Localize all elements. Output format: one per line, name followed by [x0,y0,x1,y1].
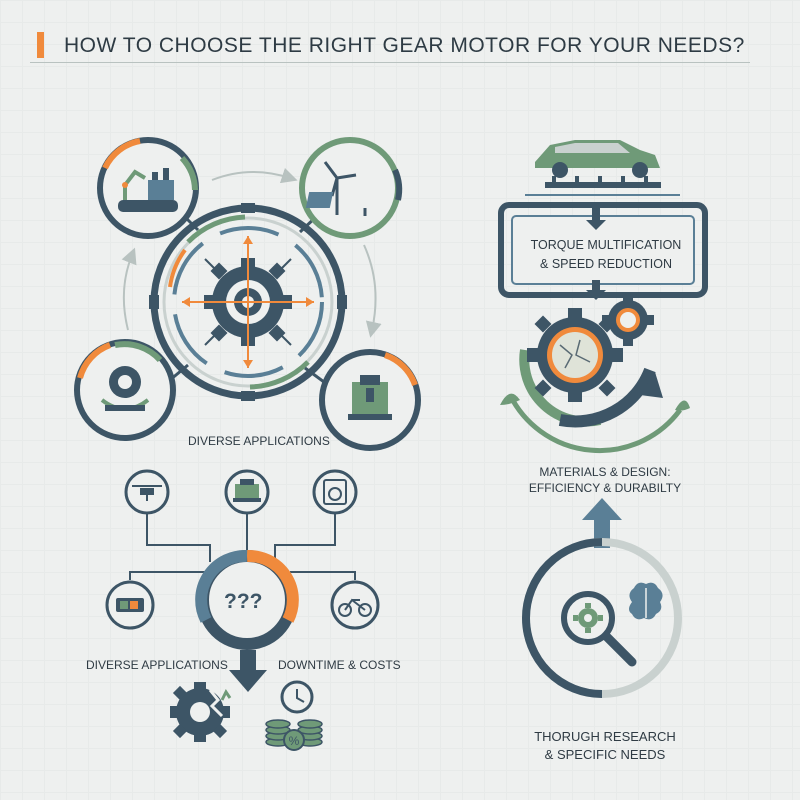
drone-icon [124,469,170,515]
cycle-arrows [121,167,382,338]
caption-diverse-applications-bottom: DIVERSE APPLICATIONS [86,658,228,672]
caption-downtime-costs: DOWNTIME & COSTS [278,658,401,672]
caption-research: THORUGH RESEARCH & SPECIFIC NEEDS [500,728,710,763]
page-title: HOW TO CHOOSE THE RIGHT GEAR MOTOR FOR Y… [64,34,745,57]
magnifier-gear-icon [561,591,637,667]
washing-machine-icon [312,469,358,515]
gear-cycle-icon [74,339,176,441]
question-marks: ??? [224,590,263,613]
title-accent-bar [37,32,44,58]
factory-robot-icon [97,137,199,239]
clock-icon [280,680,314,714]
materials-line2: EFFICIENCY & DURABILTY [528,481,682,496]
research-line1: THORUGH RESEARCH [534,729,676,744]
wind-turbine-icon [299,137,403,239]
brain-icon [629,582,663,620]
coins-icon: % [265,719,323,751]
machine-press-icon [319,349,421,451]
header: HOW TO CHOOSE THE RIGHT GEAR MOTOR FOR Y… [30,28,750,64]
torque-box-line2: & SPEED REDUCTION [540,256,672,271]
svg-text:%: % [289,734,300,748]
down-arrow-icon [229,650,267,692]
broken-gear-icon [170,682,232,742]
research-line2: & SPECIFIC NEEDS [544,746,666,762]
torque-box-label: TORQUE MULTIFICATION & SPEED REDUCTION [512,236,700,274]
printer-icon [224,469,270,515]
materials-line1: MATERIALS & DESIGN: [539,465,671,479]
title-divider [30,62,750,63]
battery-icon [105,580,155,630]
torque-box [498,202,708,300]
caption-diverse-applications-top: DIVERSE APPLICATIONS [188,434,330,448]
research-dial [522,538,682,698]
bicycle-icon [330,580,380,630]
gears-durability-icon [500,294,690,454]
central-gear-dial [149,203,347,401]
caption-materials-design: MATERIALS & DESIGN: EFFICIENCY & DURABIL… [500,464,710,496]
hub-dial [195,549,299,650]
car-icon [525,140,680,196]
torque-box-line1: TORQUE MULTIFICATION [530,238,682,252]
